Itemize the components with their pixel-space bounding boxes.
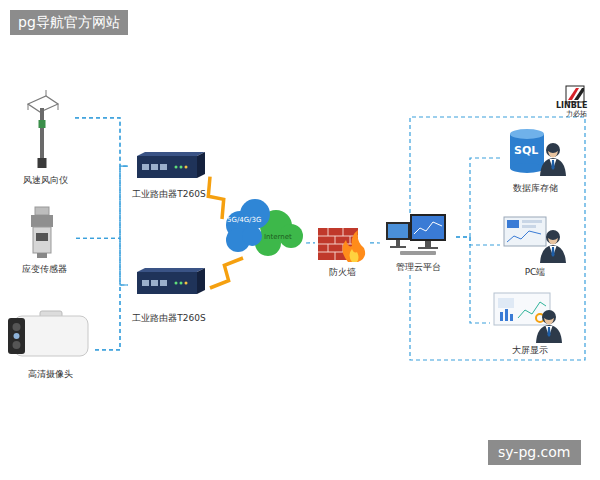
logo-text: LINBLE	[556, 102, 587, 111]
cloud-node: 5G/4G/3G Internet	[222, 198, 306, 258]
database-icon	[510, 129, 566, 176]
strain-sensor-icon	[31, 207, 53, 258]
logo-mark	[566, 86, 584, 102]
node-label: 管理云平台	[368, 262, 468, 273]
device-node: 高清摄像头	[5, 310, 95, 380]
platform-node: 管理云平台	[380, 213, 456, 273]
client-node: PC端	[500, 212, 570, 278]
device-node: 应变传感器	[12, 203, 76, 275]
anemometer-icon	[28, 90, 58, 168]
wireless-bolt	[210, 258, 243, 288]
node-label: 防火墙	[303, 267, 382, 278]
dashed-connector	[456, 237, 490, 323]
router-icon	[137, 152, 205, 178]
dashed-connector	[456, 158, 500, 237]
router-icon	[137, 268, 205, 294]
dashed-connector	[370, 242, 380, 243]
watermark: sy-pg.com	[488, 440, 581, 465]
big-screen-icon	[494, 293, 562, 343]
pc-icon	[504, 217, 566, 263]
firewall-node: 防火墙	[315, 224, 370, 278]
dashed-enclosure	[410, 117, 585, 360]
wireless-bolt	[208, 177, 223, 219]
node-label: 风速风向仪	[3, 175, 87, 186]
node-label: 数据库存储	[488, 183, 582, 194]
firewall-icon	[318, 228, 365, 262]
node-label: 工业路由器T260S	[116, 313, 222, 324]
cloud-icon	[226, 199, 303, 256]
node-label: PC端	[488, 267, 582, 278]
node-label: 大屏显示	[478, 345, 582, 356]
watermark: pg导航官方网站	[10, 10, 128, 35]
router-node: 工业路由器T260S	[128, 148, 210, 200]
node-label: 应变传感器	[0, 264, 88, 275]
logo-text: 力必拓	[566, 111, 587, 119]
dashed-connector	[306, 242, 315, 243]
node-label: SQL	[514, 145, 538, 157]
node-label: 高清摄像头	[0, 369, 107, 380]
camera-icon	[8, 311, 88, 356]
device-node: 风速风向仪	[15, 90, 75, 186]
database-node: SQL数据库存储	[500, 122, 570, 194]
node-label: 5G/4G/3G	[227, 217, 261, 225]
dashed-connector	[95, 166, 128, 350]
client-node: 大屏显示	[490, 290, 570, 356]
node-label: 工业路由器T260S	[116, 189, 222, 200]
monitor-icon	[386, 214, 446, 255]
node-label: Internet	[264, 234, 292, 242]
router-node: 工业路由器T260S	[128, 264, 210, 324]
dashed-connector	[456, 237, 500, 245]
dashed-connector	[95, 285, 128, 350]
